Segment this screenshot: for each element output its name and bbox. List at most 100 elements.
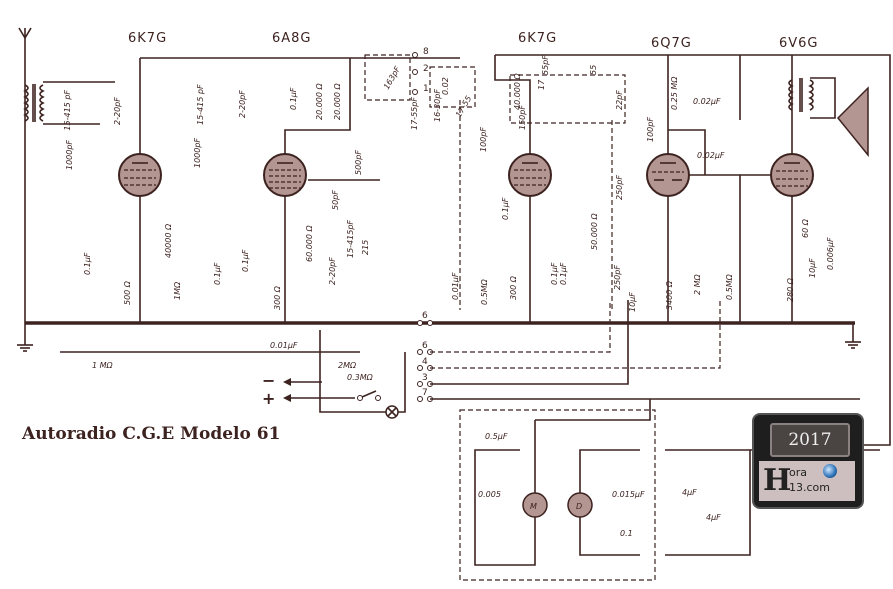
power-switch[interactable]: [357, 390, 381, 401]
if-can-2: [509, 74, 626, 124]
arrow-icon: [283, 378, 291, 386]
tube-v5: [770, 153, 814, 197]
wire: [579, 449, 640, 493]
tube-v2: [263, 153, 307, 197]
label-r2m: 2 MΩ: [693, 273, 702, 295]
label-c-v2-01: 0.1µF: [213, 262, 222, 285]
label-c-v3-01c: 0.1µF: [559, 262, 568, 285]
tube-label-v3: 6K7G: [518, 31, 557, 46]
ground-symbol-right: [845, 323, 861, 349]
label-c001: 0.01µF: [270, 341, 298, 350]
label-r50k: 50.000 Ω: [590, 212, 599, 250]
hora13-badge[interactable]: 2017 H ora 13.com: [752, 413, 864, 509]
globe-icon: [823, 464, 837, 478]
label-c-v1-cath: 0.1µF: [83, 252, 92, 275]
label-c-v3-001: 0.01µF: [451, 272, 460, 300]
label-r2m-vol: 2MΩ: [338, 361, 357, 370]
label-c250b: 250pF: [613, 265, 622, 290]
vibrator-box: [459, 409, 656, 581]
label-c100: 100pF: [479, 127, 488, 152]
label-c-if1-trim: 17-55pF: [410, 97, 419, 130]
label-c-if1b-fixed: 0.02: [441, 77, 450, 95]
label-r60k: 60.000 Ω: [305, 224, 314, 262]
label-c10-v5: 10µF: [808, 258, 817, 278]
if-can-1b: [429, 66, 476, 108]
tube-label-v2: 6A8G: [272, 31, 312, 46]
label-c-rf-series: 1000pF: [193, 138, 202, 168]
site-logo: H ora 13.com: [759, 461, 855, 501]
label-r40k-v2: 40.000 Ω: [513, 72, 522, 110]
label-c10: 10µF: [628, 292, 637, 312]
site-line-1: ora: [789, 466, 807, 479]
shielded-line: [430, 300, 611, 353]
switch-pin-label: 6: [422, 341, 428, 351]
label-r-osc-1: 20.000 Ω: [315, 82, 324, 120]
label-r1m-agc: 1 MΩ: [92, 361, 114, 370]
b-plus-line-2: [495, 54, 891, 446]
label-c-rf-2-20: 2-20pF: [238, 90, 247, 118]
label-c-if2-17: 17: [537, 79, 546, 90]
label-c4a: 4µF: [682, 488, 697, 497]
label-r60: 60 Ω: [801, 218, 810, 238]
if-can-1: [364, 54, 411, 101]
speaker-icon: [836, 86, 869, 158]
label-c-ant-2-20: 2-20pF: [113, 97, 122, 125]
logo-letter: H: [763, 463, 792, 498]
label-c-if1b-trim: 16-30pF: [433, 89, 442, 122]
label-r500: 500 Ω: [123, 280, 132, 305]
label-r025: 0.25 MΩ: [670, 76, 679, 110]
wire: [579, 517, 640, 556]
wire: [284, 58, 351, 154]
label-c150: 150pF: [518, 105, 527, 130]
label-c-v2-cath: 0.1µF: [241, 249, 250, 272]
antenna-transformer: [23, 81, 115, 125]
label-c-osc-2-20: 2-20pF: [328, 257, 337, 285]
label-c100-det: 100pF: [646, 117, 655, 142]
tube-label-v4: 6Q7G: [651, 36, 692, 51]
label-c-if1-fixed: 163pF: [382, 65, 402, 91]
label-c-if2b-55: 55: [589, 65, 598, 75]
label-c-osc-trim: 15-415pF: [346, 220, 355, 258]
label-r3400: 3400 Ω: [665, 280, 674, 310]
label-r05-v5: 0.5MΩ: [725, 273, 734, 300]
label-r300-v3: 300 Ω: [509, 275, 518, 300]
output-transformer: [788, 77, 836, 119]
label-c-v3-01: 0.1µF: [501, 197, 510, 220]
shielded-line: [430, 300, 721, 369]
switch-pin-label: 8: [423, 47, 429, 57]
tube-v3: [508, 153, 552, 197]
wire: [474, 449, 536, 566]
plus-label: +: [262, 389, 275, 408]
label-c-if2-55: 55pF: [541, 55, 550, 75]
site-line-2: 13.com: [789, 481, 830, 494]
label-c-ant-series: 1000pF: [65, 140, 74, 170]
label-r05-v3: 0.5MΩ: [480, 278, 489, 305]
label-c22: 22pF: [615, 90, 624, 110]
switch-pin-label: 4: [422, 357, 428, 367]
wire: [665, 449, 751, 556]
arrow-icon: [283, 394, 291, 402]
label-c-osc-bypass: 0.1µF: [289, 87, 298, 110]
motor-label: M: [530, 502, 537, 511]
label-c0006: 0.006µF: [826, 237, 835, 270]
label-r1m-grid: 1MΩ: [173, 281, 182, 300]
switch-pin-label: 7: [422, 388, 428, 398]
dynamo-label: D: [576, 502, 582, 511]
tube-v1: [118, 153, 162, 197]
pilot-lamp-icon: [385, 405, 399, 419]
switch-pin-label: 2: [423, 64, 429, 74]
tube-label-v5: 6V6G: [779, 36, 819, 51]
label-r300: 300 Ω: [273, 285, 282, 310]
wire: [430, 300, 629, 385]
label-c250a: 250pF: [615, 175, 624, 200]
wire: [319, 330, 406, 413]
label-c-osc-215: 215: [361, 240, 370, 255]
switch-pin-label: 6: [422, 311, 428, 321]
label-c0015: 0.015µF: [612, 490, 645, 499]
label-r03-vol: 0.3MΩ: [347, 373, 374, 382]
label-r280: 280 Ω: [786, 277, 795, 302]
switch-pin-label: 1: [423, 84, 429, 94]
wire: [535, 399, 651, 421]
label-c-v3-01b: 0.1µF: [550, 262, 559, 285]
minus-label: −: [262, 371, 275, 390]
